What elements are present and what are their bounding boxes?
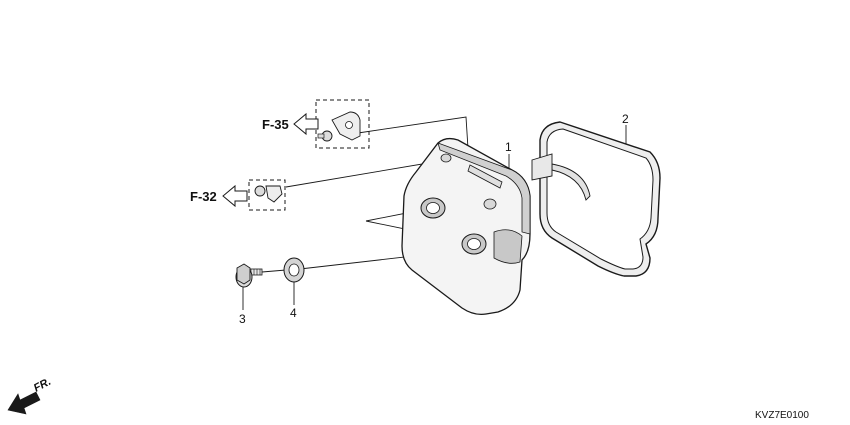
callout-4: 4 xyxy=(290,306,297,320)
gasket-tab xyxy=(531,153,553,181)
gasket-semicircle xyxy=(551,163,591,201)
cover-rib xyxy=(467,164,503,189)
front-marker: FR. xyxy=(7,376,53,415)
upper-bracket-hole xyxy=(345,121,353,129)
diagram-code: KVZ7E0100 xyxy=(755,410,809,421)
ref-label-lower: F-32 xyxy=(190,189,217,204)
ref-label-upper: F-35 xyxy=(262,117,289,132)
ref-arrow-lower: F-32 xyxy=(190,184,248,208)
gasket-part xyxy=(531,121,661,277)
ref-arrow-upper-shape xyxy=(293,112,319,136)
cover-boss-top xyxy=(440,153,452,163)
cover-rim-shade xyxy=(437,142,531,235)
lower-bracket-bolt xyxy=(254,185,266,197)
front-arrow-icon xyxy=(7,391,41,415)
upper-bracket-part xyxy=(317,111,361,142)
callout-1: 1 xyxy=(505,140,512,154)
leader-bolt xyxy=(261,269,287,273)
washer-inner xyxy=(288,263,300,277)
leader-lower-bracket xyxy=(285,159,447,188)
gasket-inner-edge xyxy=(546,128,654,270)
washer-part xyxy=(283,257,305,283)
cover-outline xyxy=(401,137,531,316)
front-label: FR. xyxy=(32,376,53,395)
lower-bracket-clip xyxy=(265,185,283,203)
callout-2: 2 xyxy=(622,112,629,126)
bolt-part xyxy=(235,263,263,288)
cover-hole-lower-inner xyxy=(467,238,481,250)
cover-boss-right xyxy=(483,198,497,210)
ref-arrow-upper: F-35 xyxy=(262,112,319,136)
callout-3: 3 xyxy=(239,312,246,326)
cover-notch-shade xyxy=(493,229,523,264)
bolt-head xyxy=(236,263,251,285)
upper-bracket-bolt-shaft xyxy=(317,133,325,139)
ref-box-lower xyxy=(248,179,286,211)
ref-arrow-lower-shape xyxy=(222,184,248,208)
lower-bracket-part xyxy=(254,185,283,203)
cover-part xyxy=(401,137,531,316)
cover-hole-center-inner xyxy=(426,202,440,214)
